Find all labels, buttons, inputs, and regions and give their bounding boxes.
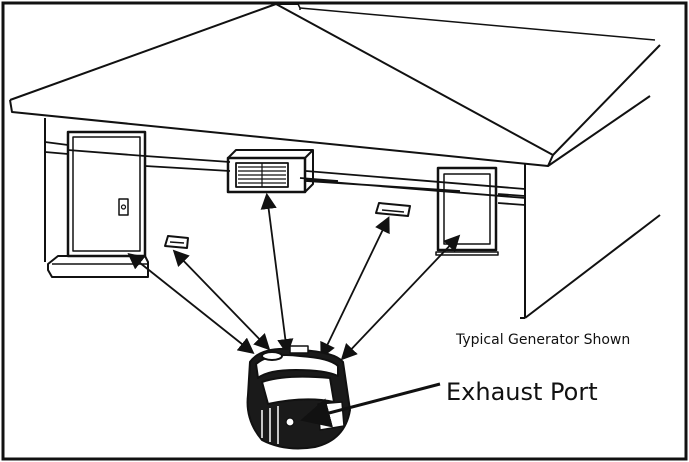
- arrow-window: [340, 234, 461, 361]
- roof-right-edge: [552, 44, 661, 156]
- exhaust-port-arrow: [300, 382, 441, 428]
- arrow-vent-left: [172, 249, 271, 351]
- generator: [246, 345, 351, 450]
- roof-right-eave: [547, 95, 651, 167]
- caption-typical-generator: Typical Generator Shown: [455, 332, 630, 348]
- roof-ridge-left: [9, 3, 277, 101]
- air-flow-arrows: [127, 192, 461, 361]
- house: [9, 3, 661, 319]
- exhaust-port-label: Exhaust Port: [446, 378, 598, 406]
- wall-right-base: [524, 214, 661, 319]
- arrow-air-conditioner: [260, 192, 294, 356]
